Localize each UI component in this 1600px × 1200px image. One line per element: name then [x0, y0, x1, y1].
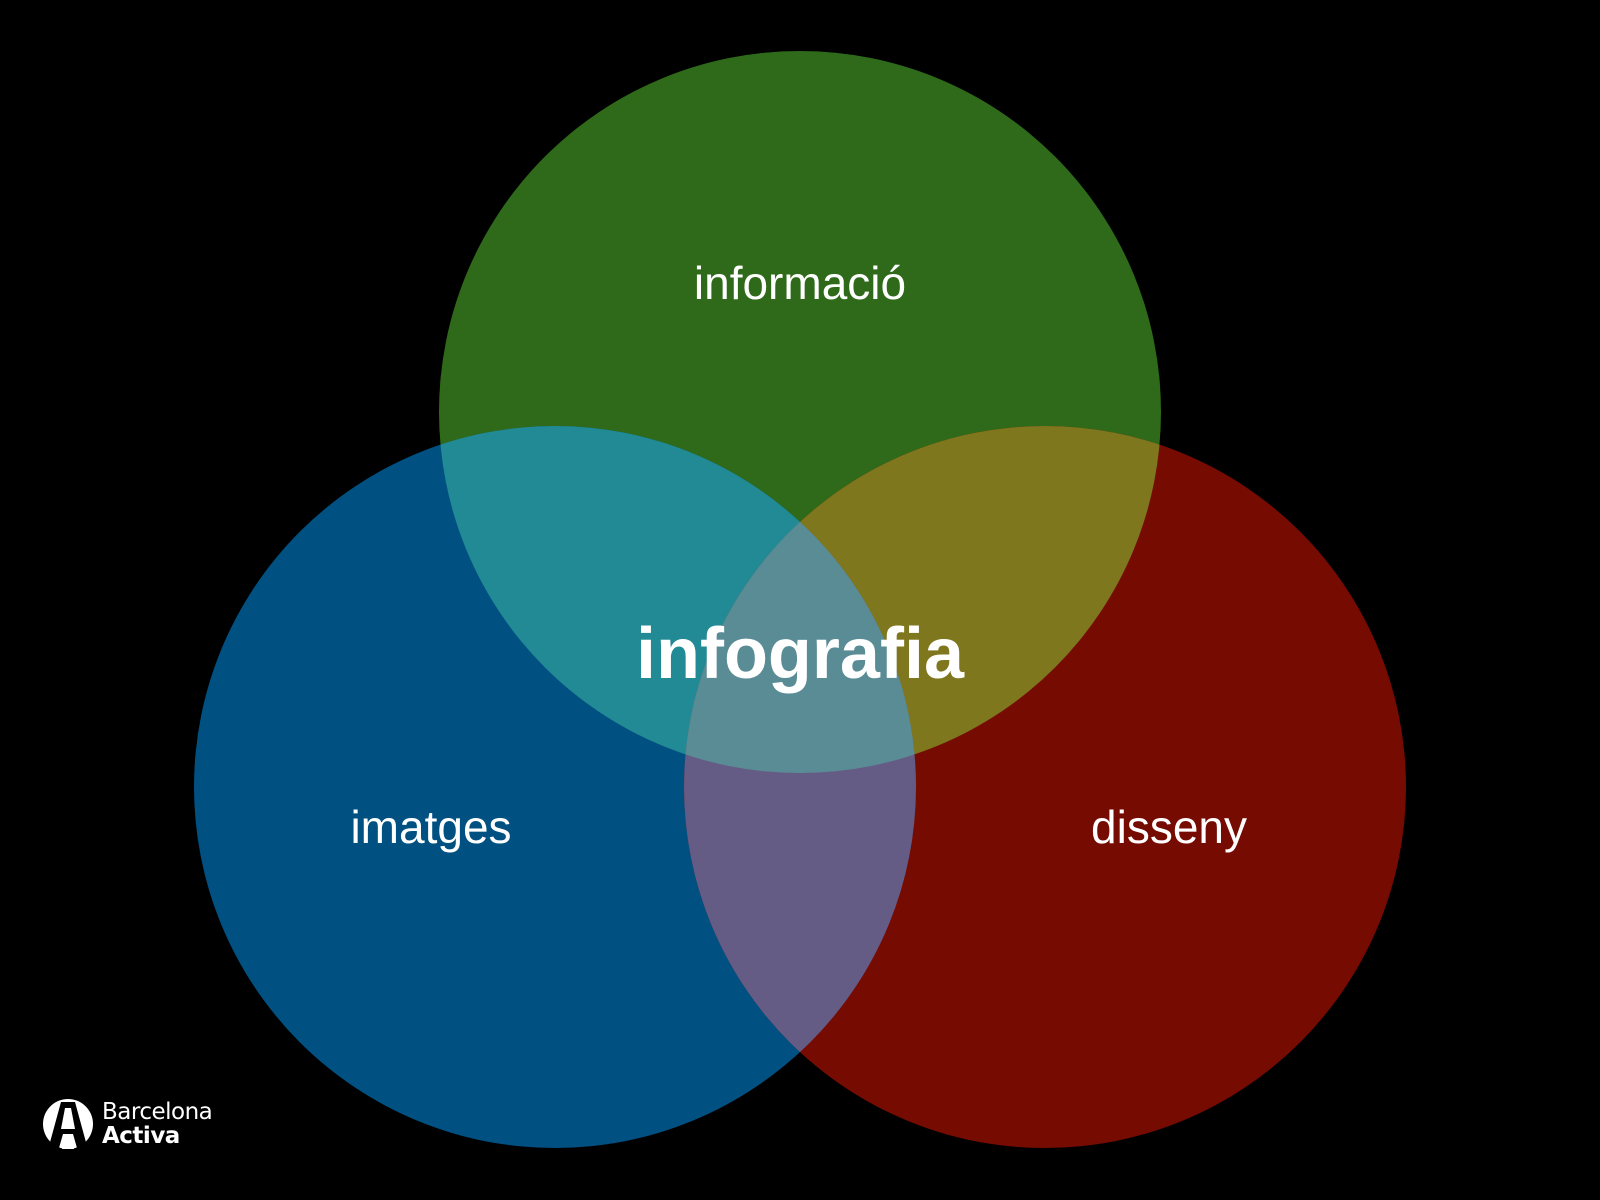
label-imatges: imatges [350, 801, 511, 853]
logo-line2: Activa [102, 1123, 180, 1149]
label-disseny: disseny [1091, 801, 1247, 853]
logo-line1: Barcelona [102, 1099, 213, 1125]
label-infografia: infografia [636, 614, 965, 694]
overlap-all [684, 426, 916, 773]
barcelona-activa-logo: Barcelona Activa [42, 1098, 213, 1150]
logo-a-icon [43, 1099, 93, 1149]
label-informacio: informació [694, 257, 906, 309]
